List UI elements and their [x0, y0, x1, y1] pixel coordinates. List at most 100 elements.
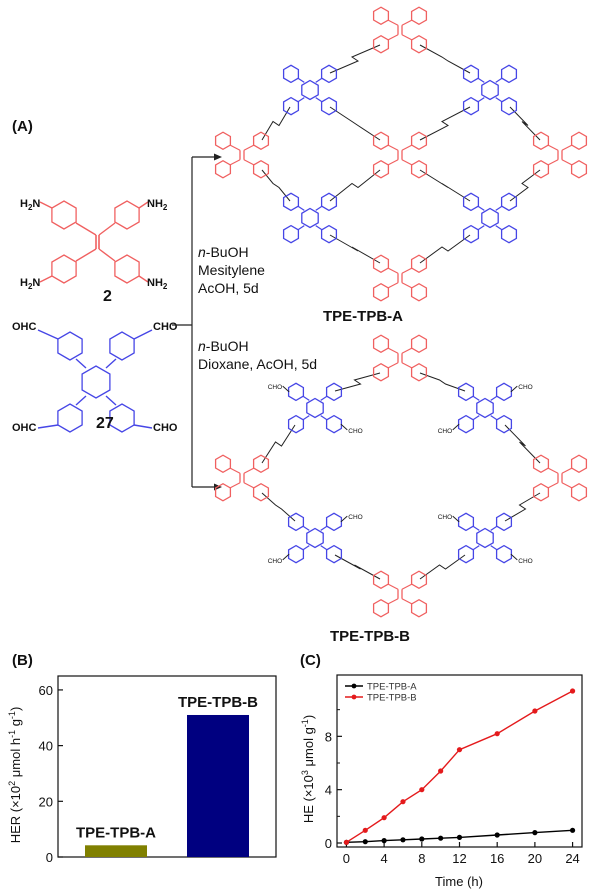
imine-linkage: [419, 44, 471, 74]
tpe2-bond: [75, 222, 97, 236]
tpb-node-ring: [462, 64, 480, 84]
tpe-node-bond: [401, 19, 413, 26]
data-point-tpe-tpb-a: [419, 836, 425, 842]
cof-a-structure: [214, 6, 588, 302]
tpe2-amine-bond: [138, 201, 149, 209]
tpe-node-ring: [372, 570, 390, 590]
tpb-node-bond: [490, 545, 498, 551]
tpe-node-bond: [561, 159, 573, 166]
legend-entry: TPE-TPB-A: [367, 682, 417, 693]
imine-linkage: [329, 234, 381, 264]
tpe-node-ring: [532, 482, 550, 502]
tpb-node-ring: [462, 192, 480, 212]
tpe-node-ring: [410, 34, 428, 54]
compound-2-h2n-top-label: H2N: [20, 198, 40, 212]
data-point-tpe-tpb-b: [419, 787, 425, 793]
tpe-node-ring: [410, 598, 428, 618]
bar-tpe-tpb-a: [85, 845, 147, 857]
imine-linkage: [261, 169, 291, 202]
tpb-node-ring: [495, 414, 513, 434]
imine-linkage: [261, 106, 291, 141]
legend-swatch-marker: [351, 683, 357, 689]
tpb-node-ring: [500, 64, 518, 84]
tpe-node-ring: [372, 598, 390, 618]
tpe-node-bond: [401, 159, 413, 166]
compound-27-ohc-bottom-label: OHC: [12, 422, 37, 434]
tpe2-amine-bond: [39, 275, 53, 283]
tpe-node-bond: [387, 144, 399, 151]
cho-bond: [340, 423, 348, 431]
condition-b: n-BuOH Dioxane, AcOH, 5d: [198, 338, 318, 372]
tpb-node-ring: [320, 224, 338, 244]
tpb-node-bond: [297, 97, 305, 103]
line-chart-ytick-label: 4: [325, 783, 332, 798]
compound-27-cho-bottom-label: CHO: [153, 422, 178, 434]
cho-bond: [452, 515, 460, 523]
tpb-node-ring: [500, 192, 518, 212]
data-point-tpe-tpb-a: [362, 839, 368, 845]
tpb27-aryl-ring: [57, 403, 83, 433]
tpb-node-core: [301, 79, 319, 101]
tpb-node-bond: [495, 225, 503, 231]
tpe-node-bond: [387, 159, 399, 166]
tpb-node-bond: [320, 395, 328, 401]
bar-chart-ylabel: HER (×102 μmol h-1 g-1): [7, 707, 23, 844]
tpe-node-bond: [243, 144, 255, 151]
bar-chart-ytick-label: 60: [39, 683, 53, 698]
compound-2-nh2-bottom-label: NH2: [147, 277, 168, 291]
tpe-node-bond: [547, 482, 559, 489]
tpe-node-ring: [372, 131, 390, 151]
line-chart-xtick-label: 20: [528, 851, 542, 866]
cho-label: CHO: [438, 514, 452, 521]
cho-label: CHO: [268, 384, 282, 391]
tpb-node-bond: [320, 545, 328, 551]
cho-bond: [340, 515, 348, 523]
tpb-node-bond: [302, 525, 310, 531]
tpe2-bond: [98, 248, 116, 262]
tpe-node-ring: [372, 334, 390, 354]
tpe-node-bond: [387, 267, 399, 274]
compound-27-number: 27: [96, 415, 114, 432]
tpb-node-ring: [462, 224, 480, 244]
tpb-node-bond: [320, 415, 328, 421]
tpb-node-ring: [320, 96, 338, 116]
tpb-node-core: [481, 79, 499, 101]
imine-linkage: [419, 372, 466, 392]
tpb-node-ring: [457, 512, 475, 532]
data-point-tpe-tpb-b: [343, 839, 350, 845]
tpb-node-bond: [495, 97, 503, 103]
data-point-tpe-tpb-b: [494, 731, 500, 737]
tpe2-bond: [98, 222, 116, 236]
tpe-node-ring: [252, 482, 270, 502]
tpb-node-ring: [282, 224, 300, 244]
tpe-node-ring: [372, 254, 390, 274]
cho-bond: [510, 553, 518, 561]
tpb-node-bond: [472, 545, 480, 551]
tpe-node-ring: [252, 131, 270, 151]
tpb-node-ring: [325, 512, 343, 532]
tpb-node-ring: [462, 96, 480, 116]
tpb-node-bond: [472, 525, 480, 531]
bar-data-label: TPE-TPB-A: [76, 824, 156, 841]
product-a-label: TPE-TPB-A: [323, 308, 403, 325]
tpe2-amine-bond: [138, 275, 149, 283]
tpb-node-ring: [325, 382, 343, 402]
data-point-tpe-tpb-b: [438, 768, 444, 774]
compound-27-structure: OHC CHO OHC CHO: [12, 321, 178, 434]
tpb-node-core: [476, 397, 494, 419]
cho-label: CHO: [518, 384, 532, 391]
tpe-node-bond: [387, 34, 399, 41]
compound-2-h2n-bottom-label: H2N: [20, 277, 40, 291]
tpe-node-bond: [229, 482, 241, 489]
tpe-node-ring: [570, 159, 588, 179]
bar-tpe-tpb-b: [187, 714, 249, 857]
tpe-node-bond: [229, 159, 241, 166]
tpb27-bond: [105, 395, 117, 406]
bar-chart-ytick-label: 20: [39, 794, 53, 809]
imine-linkage: [504, 492, 541, 522]
tpb27-bond: [75, 395, 87, 406]
legend-swatch-marker: [351, 694, 357, 700]
tpb-node-bond: [315, 97, 323, 103]
tpe-node-ring: [410, 362, 428, 382]
